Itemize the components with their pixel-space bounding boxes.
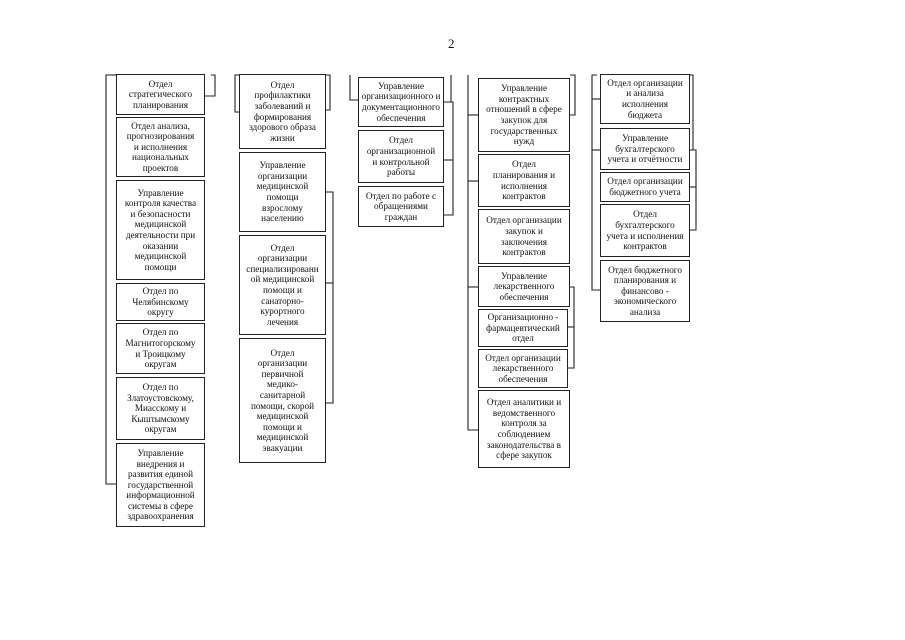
org-box: Отдел по работе с обращениями граждан	[358, 186, 444, 227]
org-box: Управление лекарственного обеспечения	[478, 266, 570, 307]
org-box: Отдел бухгалтерского учета и исполнения …	[600, 204, 690, 257]
org-box: Управление организационного и документац…	[358, 77, 444, 127]
org-box: Отдел организационной и контрольной рабо…	[358, 130, 444, 183]
org-box: Отдел организации лекарственного обеспеч…	[478, 349, 568, 388]
org-box: Отдел организации первичной медико- сани…	[239, 338, 326, 463]
org-box: Управление контрактных отношений в сфере…	[478, 78, 570, 152]
org-box: Управление бухгалтерского учета и отчётн…	[600, 128, 690, 170]
org-box: Отдел бюджетного планирования и финансов…	[600, 260, 690, 322]
org-box: Управление контроля качества и безопасно…	[116, 180, 205, 280]
org-box: Отдел организации и анализа исполнения б…	[600, 74, 690, 124]
org-box: Отдел организации бюджетного учета	[600, 172, 690, 202]
org-box: Отдел по Челябинскому округу	[116, 283, 205, 321]
org-box: Отдел анализа, прогнозирования и исполне…	[116, 117, 205, 177]
org-box: Управление организации медицинской помощ…	[239, 152, 326, 232]
org-box: Отдел организации закупок и заключения к…	[478, 209, 570, 264]
org-box: Отдел организации специализированн ой ме…	[239, 235, 326, 335]
org-box: Отдел стратегического планирования	[116, 74, 205, 115]
org-box: Управление внедрения и развития единой г…	[116, 443, 205, 527]
org-box: Отдел профилактики заболеваний и формиро…	[239, 74, 326, 149]
org-box: Организационно - фармацевтический отдел	[478, 309, 568, 347]
org-box: Отдел планирования и исполнения контракт…	[478, 154, 570, 207]
org-box: Отдел по Златоустовскому, Миасскому и Кы…	[116, 377, 205, 440]
page-number: 2	[448, 36, 455, 51]
org-box: Отдел по Магнитогорскому и Троицкому окр…	[116, 323, 205, 374]
org-box: Отдел аналитики и ведомственного контрол…	[478, 390, 570, 468]
